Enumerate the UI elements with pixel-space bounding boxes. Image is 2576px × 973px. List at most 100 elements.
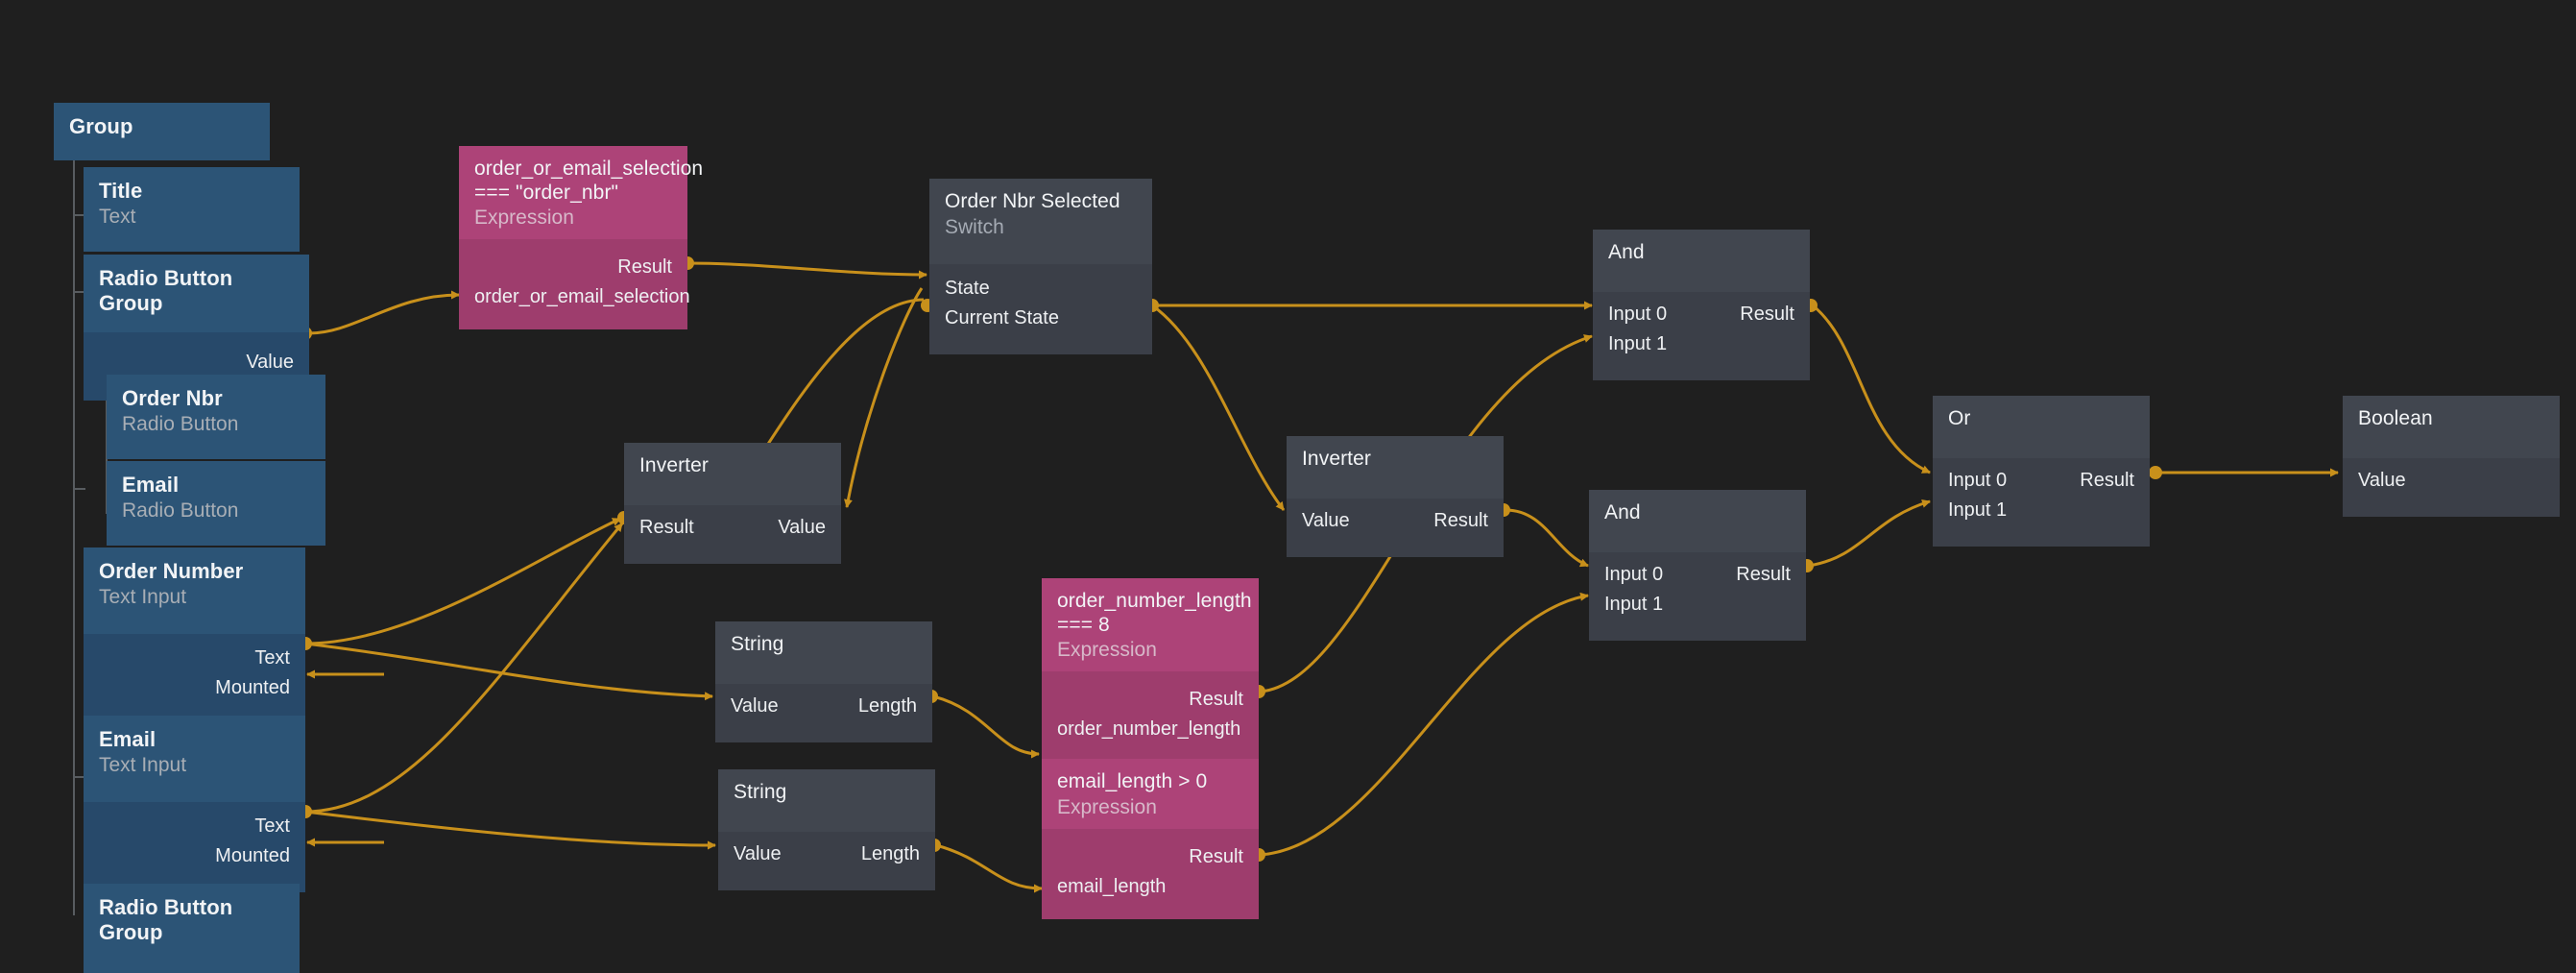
node-subtitle: Text xyxy=(99,205,284,229)
port-input-1[interactable]: Input 1 xyxy=(1604,590,1791,620)
node-title: Or xyxy=(1948,407,2134,431)
node-title: Boolean xyxy=(2358,407,2544,431)
node-subtitle: Text Input xyxy=(99,753,290,777)
node-or-1[interactable]: Or Input 0 Result Input 1 xyxy=(1933,396,2150,547)
node-subtitle: Expression xyxy=(1057,638,1243,662)
node-header: Order Nbr Radio Button xyxy=(107,375,325,459)
port-result[interactable]: Result xyxy=(474,253,672,282)
node-title: Order Nbr xyxy=(122,386,310,411)
port-result[interactable]: Result xyxy=(639,513,694,543)
node-body: Result email_length xyxy=(1042,829,1259,919)
node-graph-canvas[interactable]: Group Title Text Radio Button Group Valu… xyxy=(0,0,2576,929)
port-input-1[interactable]: Input 1 xyxy=(1948,496,2134,525)
node-switch-order-nbr-selected[interactable]: Order Nbr Selected Switch State Current … xyxy=(929,179,1152,354)
port-result[interactable]: Result xyxy=(1736,560,1791,590)
node-title: Radio Button Group xyxy=(99,266,294,315)
node-header: Order Number Text Input xyxy=(84,547,305,634)
node-expression-email-length[interactable]: email_length > 0 Expression Result email… xyxy=(1042,759,1259,919)
port-length[interactable]: Length xyxy=(858,692,917,721)
port-mounted[interactable]: Mounted xyxy=(99,841,290,871)
node-inverter-1[interactable]: Inverter Result Value xyxy=(624,443,841,564)
port-result[interactable]: Result xyxy=(1433,506,1488,536)
port-input-order-number-length[interactable]: order_number_length xyxy=(1057,715,1243,744)
node-title: And xyxy=(1604,501,1791,525)
node-title: order_or_email_selection === "order_nbr" xyxy=(474,158,672,205)
node-boolean[interactable]: Boolean Value xyxy=(2343,396,2560,517)
node-header: email_length > 0 Expression xyxy=(1042,759,1259,829)
node-title: Inverter xyxy=(639,454,826,478)
node-body: Result order_number_length xyxy=(1042,671,1259,762)
port-text[interactable]: Text xyxy=(99,644,290,673)
node-header: Or xyxy=(1933,396,2150,458)
node-body: State Current State xyxy=(929,264,1152,354)
port-row-and-2-a: Input 0 Result xyxy=(1604,560,1791,590)
port-state[interactable]: State xyxy=(945,274,1137,304)
port-current-state[interactable]: Current State xyxy=(945,304,1137,333)
node-title: Title xyxy=(99,179,284,204)
port-input-0[interactable]: Input 0 xyxy=(1948,466,2007,496)
port-result[interactable]: Result xyxy=(1057,842,1243,872)
port-input-0[interactable]: Input 0 xyxy=(1604,560,1663,590)
port-value[interactable]: Value xyxy=(1302,506,1350,536)
node-expression-order-or-email[interactable]: order_or_email_selection === "order_nbr"… xyxy=(459,146,687,329)
node-title-text[interactable]: Title Text xyxy=(84,167,300,252)
node-email-radio[interactable]: Email Radio Button xyxy=(107,461,325,546)
port-text[interactable]: Text xyxy=(99,812,290,841)
node-body: Result Value xyxy=(624,505,841,564)
port-value[interactable]: Value xyxy=(2358,466,2544,496)
port-row-inverter-1: Result Value xyxy=(639,513,826,543)
port-input-1[interactable]: Input 1 xyxy=(1608,329,1794,359)
node-title: Inverter xyxy=(1302,448,1488,472)
port-length[interactable]: Length xyxy=(861,839,920,869)
node-subtitle: Expression xyxy=(1057,795,1243,819)
port-mounted[interactable]: Mounted xyxy=(99,673,290,703)
node-header: Email Radio Button xyxy=(107,461,325,546)
node-title: And xyxy=(1608,241,1794,265)
node-body: Value Result xyxy=(1287,499,1504,557)
node-header: Title Text xyxy=(84,167,300,252)
node-header: Radio Button Group xyxy=(84,255,309,332)
port-value[interactable]: Value xyxy=(99,348,294,377)
node-body: Value xyxy=(2343,458,2560,517)
node-title: Group xyxy=(69,114,254,139)
node-subtitle: Expression xyxy=(474,206,672,230)
node-header: String xyxy=(718,769,935,832)
node-string-1[interactable]: String Value Length xyxy=(715,621,932,742)
node-body: Input 0 Result Input 1 xyxy=(1933,458,2150,547)
port-value[interactable]: Value xyxy=(734,839,782,869)
node-header: Inverter xyxy=(1287,436,1504,499)
node-and-1[interactable]: And Input 0 Result Input 1 xyxy=(1593,230,1810,380)
node-subtitle: Radio Button xyxy=(122,412,310,436)
node-header: Boolean xyxy=(2343,396,2560,458)
node-email-input[interactable]: Email Text Input Text Mounted xyxy=(84,716,305,892)
port-result[interactable]: Result xyxy=(2080,466,2134,496)
node-group[interactable]: Group xyxy=(54,103,270,160)
port-value[interactable]: Value xyxy=(778,513,826,543)
node-subtitle: Radio Button xyxy=(122,499,310,523)
node-title: email_length > 0 xyxy=(1057,770,1243,794)
node-order-nbr-radio[interactable]: Order Nbr Radio Button xyxy=(107,375,325,459)
node-string-2[interactable]: String Value Length xyxy=(718,769,935,890)
port-result[interactable]: Result xyxy=(1057,685,1243,715)
node-title: Email xyxy=(122,473,310,498)
node-order-number-input[interactable]: Order Number Text Input Text Mounted xyxy=(84,547,305,724)
group-bracket-main xyxy=(73,157,75,915)
node-body: Input 0 Result Input 1 xyxy=(1589,552,1806,641)
node-inverter-2[interactable]: Inverter Value Result xyxy=(1287,436,1504,557)
node-expression-order-number-length[interactable]: order_number_length === 8 Expression Res… xyxy=(1042,578,1259,762)
node-title: Email xyxy=(99,727,290,752)
node-title: String xyxy=(734,781,920,805)
port-input-email-length[interactable]: email_length xyxy=(1057,872,1243,902)
port-result[interactable]: Result xyxy=(1740,300,1794,329)
node-header: order_number_length === 8 Expression xyxy=(1042,578,1259,671)
port-input-0[interactable]: Input 0 xyxy=(1608,300,1667,329)
port-row-or-a: Input 0 Result xyxy=(1948,466,2134,496)
node-header: order_or_email_selection === "order_nbr"… xyxy=(459,146,687,239)
node-title: order_number_length === 8 xyxy=(1057,590,1243,637)
port-row-string-2: Value Length xyxy=(734,839,920,869)
node-and-2[interactable]: And Input 0 Result Input 1 xyxy=(1589,490,1806,641)
node-header: And xyxy=(1589,490,1806,552)
port-input-order-or-email-selection[interactable]: order_or_email_selection xyxy=(474,282,672,312)
node-title: Radio Button Group xyxy=(99,895,284,944)
port-value[interactable]: Value xyxy=(731,692,779,721)
